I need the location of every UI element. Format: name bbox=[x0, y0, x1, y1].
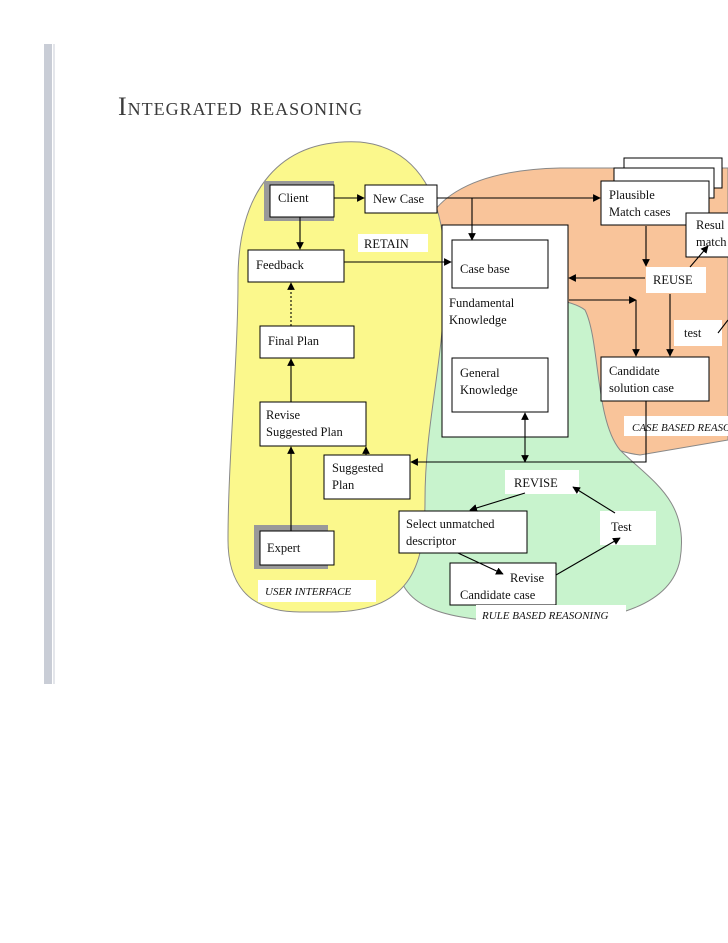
general-label-1: General bbox=[460, 366, 500, 380]
candidate-solution-label-1: Candidate bbox=[609, 364, 660, 378]
arrow-revise-select bbox=[469, 492, 526, 512]
general-label-2: Knowledge bbox=[460, 383, 518, 397]
revise-plan-label-1: Revise bbox=[266, 408, 300, 422]
arrow-reuse-result bbox=[689, 245, 709, 268]
revise-caps-box bbox=[505, 470, 579, 494]
user-interface-region-label: USER INTERFACE bbox=[265, 586, 352, 598]
fundamental-label-1: Fundamental bbox=[449, 296, 515, 310]
reuse-box bbox=[646, 267, 706, 293]
arrow-test-result bbox=[717, 319, 728, 334]
expert-label: Expert bbox=[267, 541, 301, 555]
feedback-box[interactable] bbox=[247, 249, 345, 283]
fundamental-label-2: Knowledge bbox=[449, 313, 507, 327]
test-small-label: test bbox=[684, 326, 702, 340]
final-plan-box[interactable] bbox=[259, 325, 355, 359]
revise-caps-label: REVISE bbox=[514, 476, 558, 490]
select-unmatched-box[interactable] bbox=[398, 510, 528, 554]
arrow-test-revise bbox=[572, 486, 616, 514]
result-label-1: Resul bbox=[696, 218, 725, 232]
test-label: Test bbox=[611, 520, 632, 534]
user-interface-label-box bbox=[258, 580, 376, 602]
slide-title: Integrated reasoning bbox=[118, 92, 364, 121]
plausible-label-1: Plausible bbox=[609, 188, 655, 202]
revise-candidate-label-1: Revise bbox=[510, 571, 544, 585]
test-box[interactable] bbox=[600, 511, 656, 545]
accent-bar bbox=[44, 44, 52, 684]
new-case-box[interactable] bbox=[364, 184, 438, 214]
suggested-plan-box[interactable] bbox=[323, 454, 411, 500]
revise-plan-label-2: Suggested Plan bbox=[266, 425, 343, 439]
arrow-select-revisecand bbox=[457, 552, 504, 575]
general-knowledge-box[interactable] bbox=[451, 357, 549, 413]
new-case-label: New Case bbox=[373, 192, 424, 206]
revise-suggested-plan-box[interactable] bbox=[259, 401, 367, 447]
accent-bar-inner bbox=[53, 44, 55, 684]
suggested-label-1: Suggested bbox=[332, 461, 384, 475]
case-based-label-box bbox=[624, 416, 728, 436]
reuse-label: REUSE bbox=[653, 273, 693, 287]
suggested-label-2: Plan bbox=[332, 478, 355, 492]
case-base-label: Case base bbox=[460, 262, 510, 276]
result-label-2: match bbox=[696, 235, 727, 249]
candidate-solution-label-2: solution case bbox=[609, 381, 674, 395]
client-label: Client bbox=[278, 191, 309, 205]
final-plan-label: Final Plan bbox=[268, 334, 320, 348]
revise-candidate-label-2: Candidate case bbox=[460, 588, 536, 602]
rule-based-region-label: RULE BASED REASONING bbox=[481, 610, 609, 622]
case-base-box[interactable] bbox=[451, 239, 549, 289]
retain-label: RETAIN bbox=[364, 237, 409, 251]
arrow-revisecand-test bbox=[555, 537, 621, 576]
client-box[interactable] bbox=[269, 184, 335, 218]
candidate-solution-box[interactable] bbox=[600, 356, 710, 402]
test-small-box bbox=[674, 320, 722, 346]
select-label-1: Select unmatched bbox=[406, 517, 495, 531]
rule-based-label-box bbox=[476, 605, 626, 625]
plausible-label-2: Match cases bbox=[609, 205, 671, 219]
feedback-label: Feedback bbox=[256, 258, 305, 272]
case-based-region-label: CASE BASED REASO bbox=[632, 422, 728, 434]
retain-label-box bbox=[358, 234, 428, 252]
expert-box[interactable] bbox=[259, 530, 335, 566]
arrow-candidate-suggested bbox=[410, 401, 647, 466]
select-label-2: descriptor bbox=[406, 534, 457, 548]
